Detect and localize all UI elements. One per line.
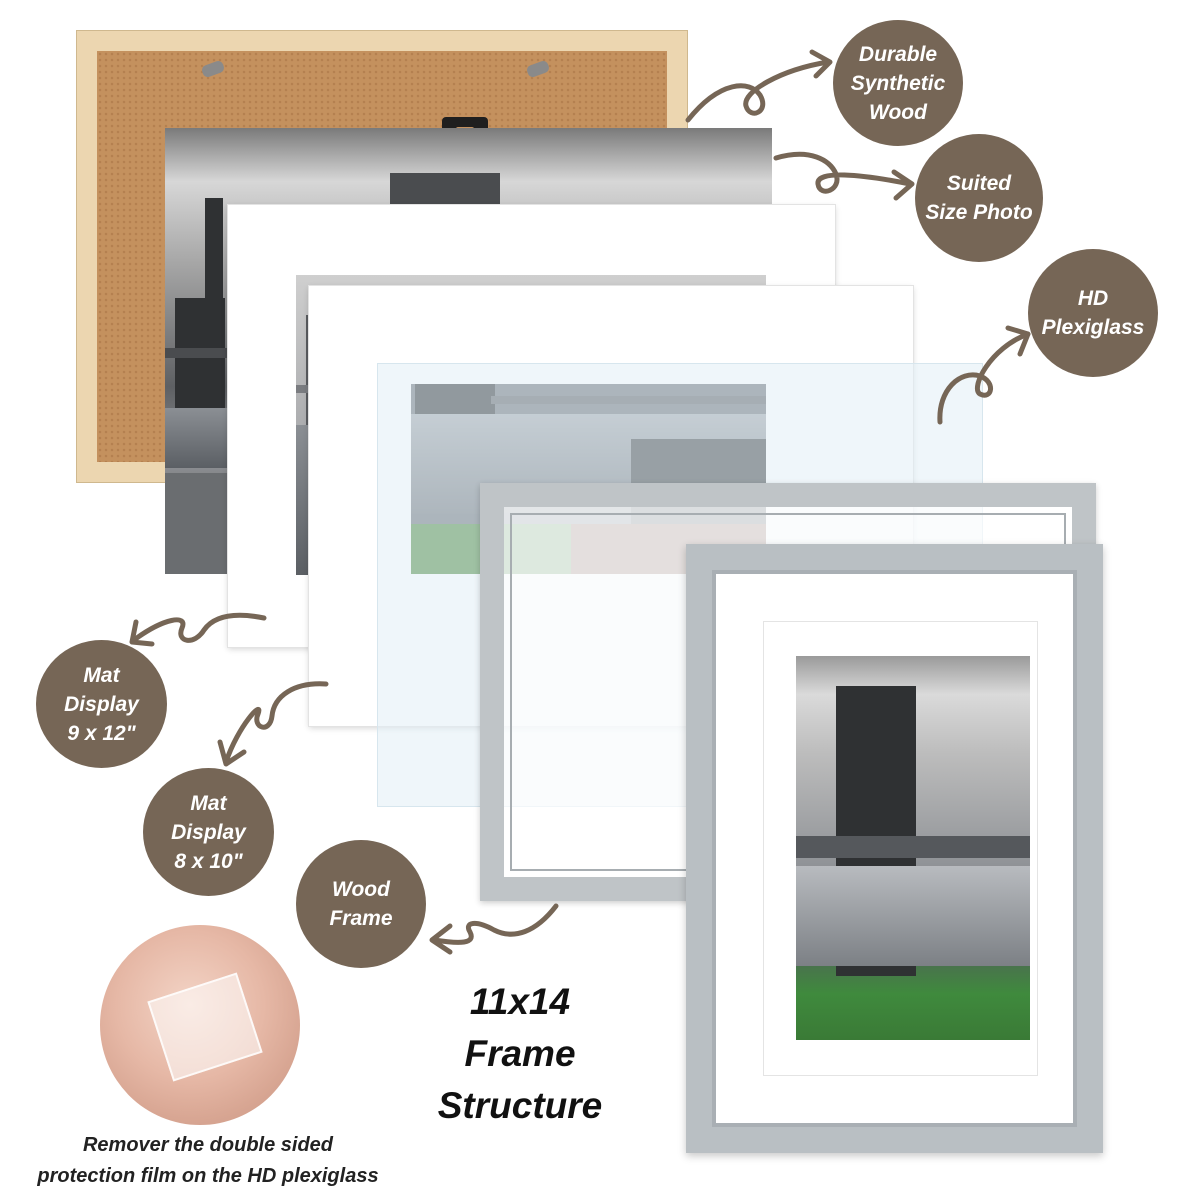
mat-8x10-label: Mat Display 8 x 10" [143,768,274,896]
curly-arrow-icon [773,151,915,201]
curly-arrow-icon [429,903,559,955]
bridge-photo [796,656,1030,1040]
protection-film-photo [100,925,300,1125]
durable-wood-label: Durable Synthetic Wood [833,20,963,146]
hd-plexiglass-label: HD Plexiglass [1028,249,1158,377]
frame-bevel [712,570,1077,1127]
peeling-film [147,972,263,1082]
curly-arrow-icon [937,325,1031,425]
protection-film-caption: Remover the double sided protection film… [37,1134,379,1187]
bridge-deck [796,836,1030,858]
curly-arrow-icon [129,612,267,647]
wood-frame-label: Wood Frame [296,840,426,968]
suited-photo-label: Suited Size Photo [915,134,1043,262]
mat-9x12-label: Mat Display 9 x 12" [36,640,167,768]
river [796,866,1030,966]
curly-arrow-icon [685,49,833,123]
building [165,473,235,574]
assembled-frame [686,544,1103,1153]
curly-arrow-icon [217,681,329,767]
structure-title: 11x14 Frame Structure [437,981,603,1126]
